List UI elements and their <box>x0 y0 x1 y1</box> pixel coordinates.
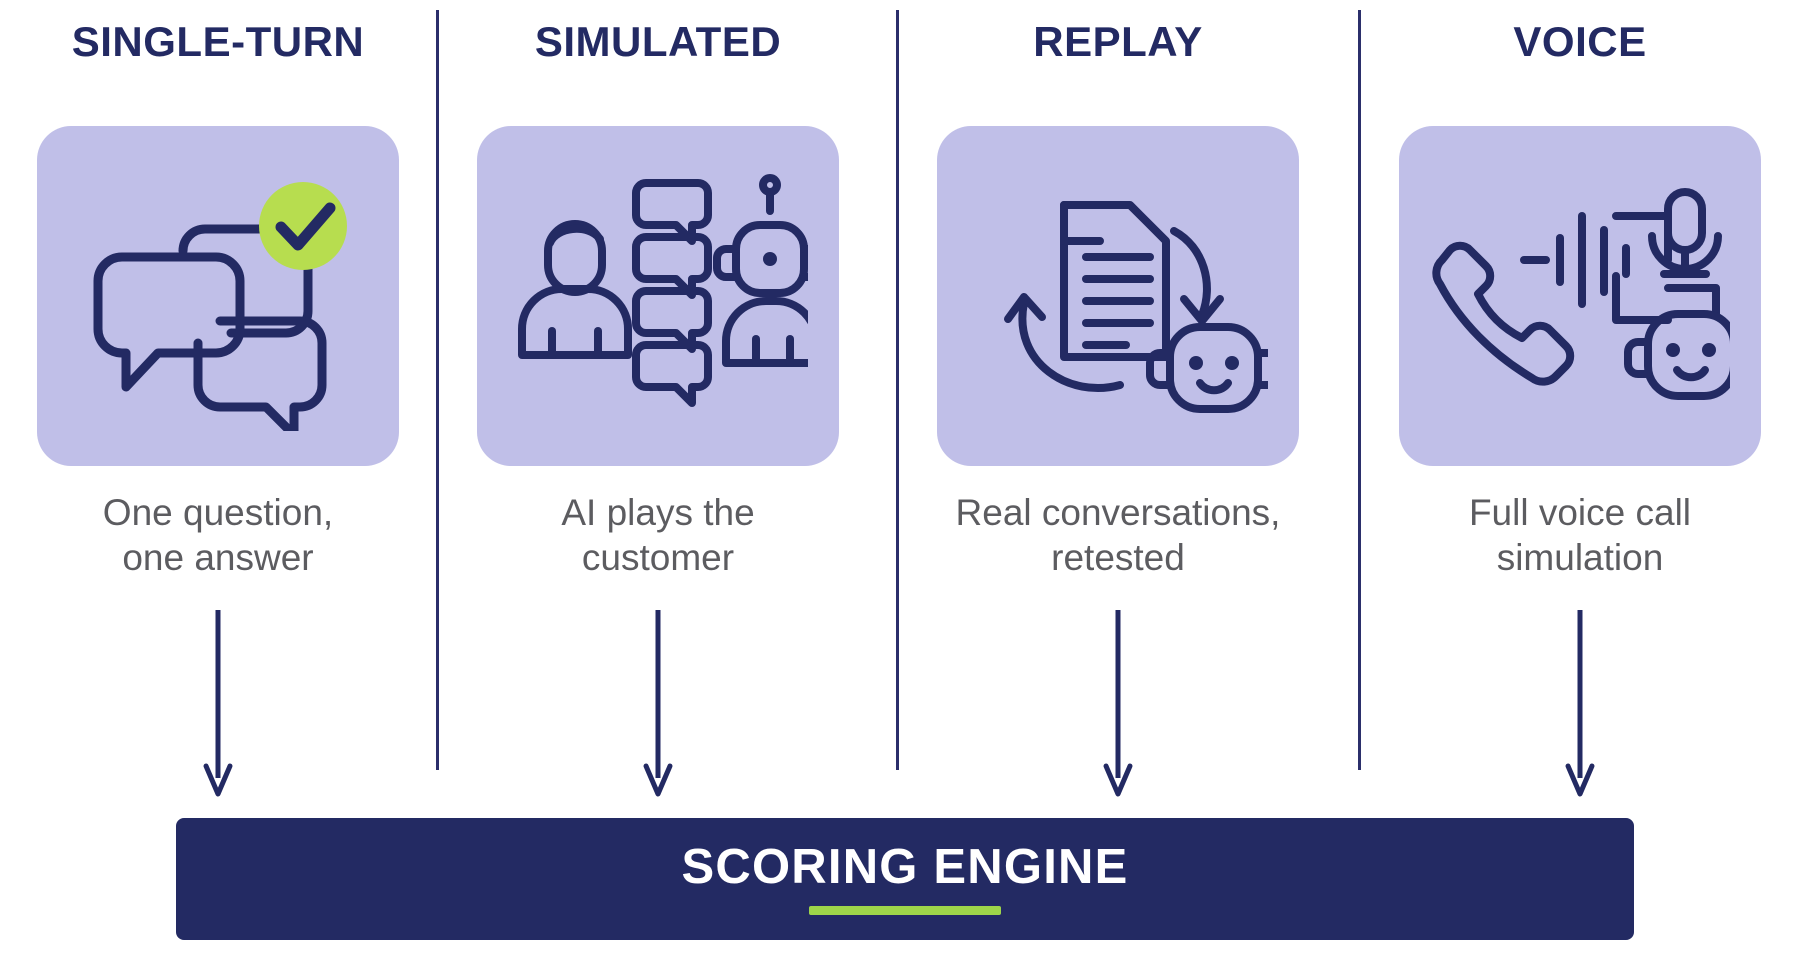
caption-voice: Full voice call simulation <box>1468 492 1692 579</box>
caption-replay: Real conversations, retested <box>955 492 1281 579</box>
icon-card-simulated <box>477 126 839 466</box>
microphone-icon <box>1648 188 1722 278</box>
flow-arrow-single-turn <box>203 610 233 797</box>
soundwave-icon <box>1520 212 1630 308</box>
two-speech-bubbles-with-check-icon <box>93 182 347 431</box>
document-replay-arrows-robot-icon <box>1004 201 1268 413</box>
scoring-engine-label: SCORING ENGINE <box>681 840 1129 894</box>
caption-single-turn: One question, one answer <box>102 492 334 579</box>
scoring-engine-accent-underline <box>809 906 1001 915</box>
column-divider-3 <box>1358 10 1361 770</box>
column-replay: REPLAY <box>900 0 1336 800</box>
icon-card-voice <box>1399 126 1761 466</box>
column-title-single-turn: SINGLE-TURN <box>71 18 365 65</box>
column-divider-1 <box>436 10 439 770</box>
flow-arrow-simulated <box>643 610 673 797</box>
column-single-turn: SINGLE-TURN One question, one answer <box>0 0 436 800</box>
replay-arrow-icon <box>1004 227 1224 393</box>
robot-face-icon <box>1146 323 1268 413</box>
flow-arrow-voice <box>1565 610 1595 797</box>
robot-face-icon <box>1624 310 1730 400</box>
column-voice: VOICE <box>1362 0 1798 800</box>
caption-simulated: AI plays the customer <box>561 492 755 579</box>
column-divider-2 <box>896 10 899 770</box>
document-icon <box>1060 201 1170 361</box>
scoring-engine-bar: SCORING ENGINE <box>176 818 1634 940</box>
person-icon <box>518 220 632 359</box>
column-title-replay: REPLAY <box>1033 18 1203 65</box>
column-title-voice: VOICE <box>1513 18 1647 65</box>
person-chat-stack-robot-icon <box>518 174 808 407</box>
column-simulated: SIMULATED <box>440 0 876 800</box>
flow-arrow-replay <box>1103 610 1133 797</box>
phone-soundwave-microphone-robot-icon <box>1432 188 1730 400</box>
chat-bubble-stack-icon <box>632 179 712 407</box>
icon-card-replay <box>937 126 1299 466</box>
column-title-simulated: SIMULATED <box>534 18 782 65</box>
icon-card-single-turn <box>37 126 399 466</box>
robot-icon <box>713 174 808 367</box>
green-check-badge <box>259 182 347 270</box>
phone-handset-icon <box>1432 241 1575 386</box>
